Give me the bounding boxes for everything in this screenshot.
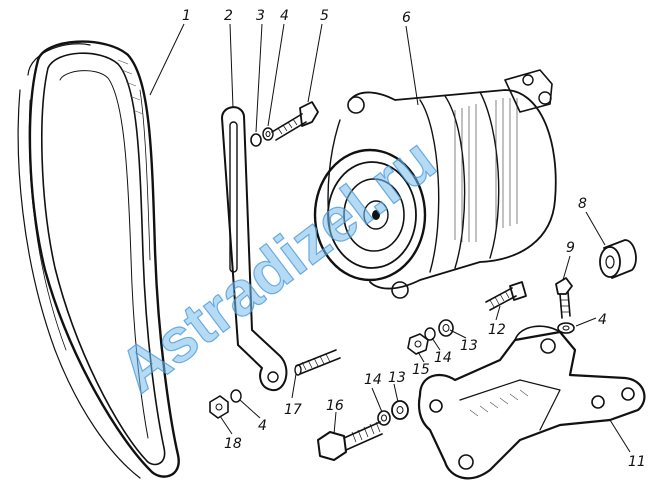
- callout-4b: 4: [598, 312, 607, 328]
- callout-6: 6: [402, 10, 411, 26]
- callout-12: 12: [488, 322, 506, 338]
- washers-lower: [377, 400, 409, 426]
- mounting-bracket: [417, 325, 646, 480]
- callout-labels: 1 2 3 4 5 6 8 9 4 12 13 14 15 13 14 16 1…: [182, 8, 646, 470]
- callout-15: 15: [412, 362, 430, 378]
- callout-2: 2: [224, 8, 233, 24]
- bolt-and-washers-upper: [250, 101, 319, 147]
- bushing: [599, 239, 637, 279]
- washer-right: [557, 322, 575, 334]
- nut-washers-upper: [407, 319, 454, 355]
- stud-12: [485, 281, 527, 311]
- callout-4c: 4: [258, 418, 267, 434]
- generator: [313, 69, 557, 299]
- callout-13a: 13: [460, 338, 478, 354]
- threaded-stud: [294, 349, 341, 376]
- adjusting-bar: [221, 106, 288, 392]
- callout-13b: 13: [388, 370, 406, 386]
- callout-4a: 4: [280, 8, 289, 24]
- callout-3: 3: [256, 8, 265, 24]
- hex-bolt: [317, 421, 383, 461]
- nut-washer-lower-left: [209, 389, 242, 419]
- small-bolt: [555, 277, 573, 319]
- callout-5: 5: [320, 8, 329, 24]
- callout-8: 8: [578, 196, 587, 212]
- callout-14a: 14: [434, 350, 452, 366]
- callout-16: 16: [326, 398, 344, 414]
- callout-11: 11: [628, 454, 646, 470]
- watermark-text: Astradizel.ru: [107, 125, 448, 406]
- callout-1: 1: [182, 8, 191, 24]
- leader-lines: [149, 23, 631, 453]
- callout-17: 17: [284, 402, 302, 418]
- callout-18: 18: [224, 436, 242, 452]
- callout-14b: 14: [364, 372, 382, 388]
- callout-9: 9: [566, 240, 575, 256]
- v-belt: [17, 40, 180, 479]
